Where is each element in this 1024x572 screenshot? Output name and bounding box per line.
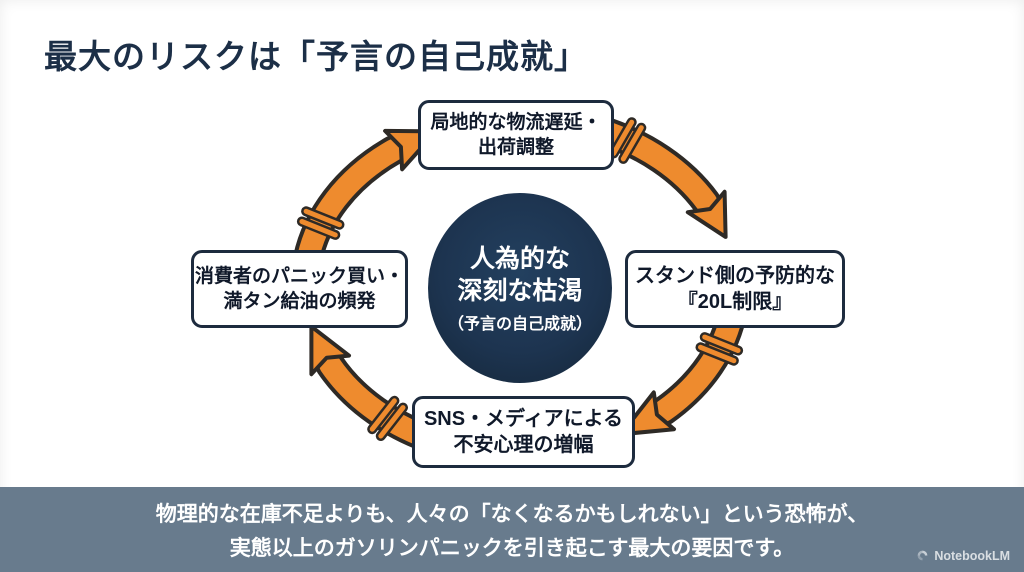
arrowhead-bottom-to-left-icon bbox=[309, 324, 351, 377]
center-line1: 人為的な bbox=[469, 244, 570, 273]
summary-banner: 物理的な在庫不足よりも、人々の「なくなるかもしれない」という恐怖が、 実態以上の… bbox=[0, 487, 1024, 572]
node-consumer-panic-buying: 消費者のパニック買い・ 満タン給油の頻発 bbox=[191, 250, 408, 328]
node-label-line: 局地的な物流遅延・ bbox=[430, 111, 602, 133]
node-logistics-delay: 局地的な物流遅延・ 出荷調整 bbox=[418, 100, 614, 170]
node-label-line: 不安心理の増幅 bbox=[453, 434, 594, 456]
node-station-20l-limit: スタンド側の予防的な 『20L制限』 bbox=[625, 250, 845, 328]
node-label-line: 出荷調整 bbox=[477, 137, 554, 158]
center-line3: （予言の自己成就） bbox=[447, 315, 592, 333]
node-label-line: SNS・メディアによる bbox=[423, 407, 624, 430]
summary-line2: 実態以上のガソリンパニックを引き起こす最大の要因です。 bbox=[229, 537, 795, 561]
notebooklm-brand-text: NotebookLM bbox=[934, 548, 1010, 563]
node-sns-media-anxiety: SNS・メディアによる 不安心理の増幅 bbox=[412, 396, 635, 468]
arrow-bands bbox=[296, 117, 744, 441]
arrowhead-top-to-right-icon bbox=[685, 189, 728, 239]
center-line2: 深刻な枯渇 bbox=[457, 276, 583, 305]
notebooklm-watermark: NotebookLM bbox=[916, 546, 1010, 566]
slide-title: 最大のリスクは「予言の自己成就」 bbox=[44, 38, 588, 75]
notebooklm-logo-icon bbox=[916, 549, 929, 562]
center-result-circle: 人為的な 深刻な枯渇 （予言の自己成就） bbox=[428, 193, 612, 383]
node-label-line: 消費者のパニック買い・ bbox=[194, 265, 404, 287]
summary-line1: 物理的な在庫不足よりも、人々の「なくなるかもしれない」という恐怖が、 bbox=[155, 503, 869, 526]
node-label-line: 『20L制限』 bbox=[677, 291, 793, 313]
node-label-line: 満タン給油の頻発 bbox=[223, 291, 376, 312]
node-label-line: スタンド側の予防的な bbox=[635, 264, 835, 287]
